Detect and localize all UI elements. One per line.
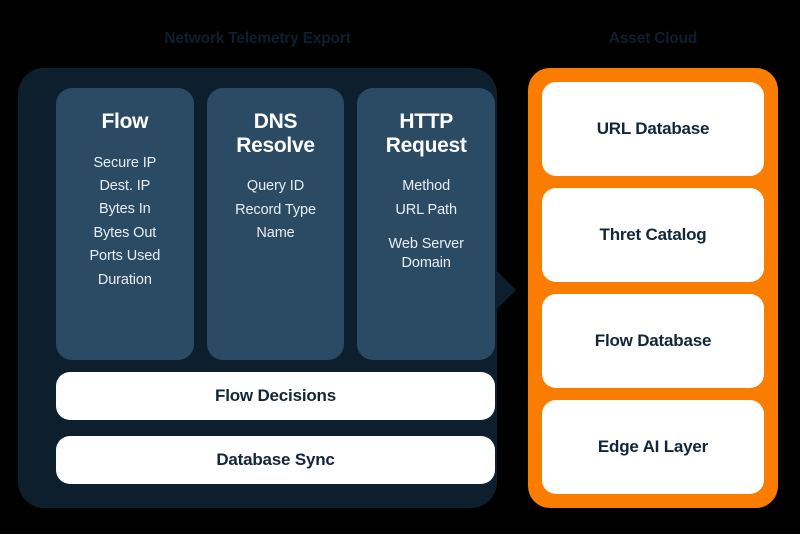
arrow-right-icon: [496, 270, 516, 310]
telemetry-card-title: HTTP Request: [385, 110, 467, 157]
bar-flow-decisions[interactable]: Flow Decisions: [56, 372, 495, 420]
telemetry-field: Dest. IP: [99, 178, 151, 194]
telemetry-field: Bytes In: [99, 201, 151, 218]
telemetry-field: URL Path: [395, 201, 457, 218]
telemetry-field: Method: [402, 178, 451, 195]
telemetry-field: Record Type: [235, 201, 316, 218]
bar-database-sync[interactable]: Database Sync: [56, 436, 495, 484]
asset-card-thret-catalog[interactable]: Thret Catalog: [542, 188, 764, 282]
asset-card-edge-ai-layer[interactable]: Edge AI Layer: [542, 400, 764, 494]
asset-card-label: Edge AI Layer: [597, 437, 709, 456]
right-section-title: Asset Cloud: [608, 30, 698, 47]
asset-card-flow-database[interactable]: Flow Database: [542, 294, 764, 388]
asset-card-url-database[interactable]: URL Database: [542, 82, 764, 176]
bar-label: Flow Decisions: [215, 386, 336, 405]
left-section-title: Network Telemetry Export: [164, 30, 351, 47]
telemetry-card-title: Flow: [101, 110, 149, 133]
telemetry-field: Bytes Out: [93, 224, 157, 241]
telemetry-card-flow[interactable]: Flow Secure IP Dest. IP Bytes In Bytes O…: [56, 88, 194, 360]
telemetry-columns: Flow Secure IP Dest. IP Bytes In Bytes O…: [56, 88, 496, 360]
telemetry-field: Web Server Domain: [388, 236, 464, 272]
telemetry-field-list: Query ID Record Type Name: [215, 175, 337, 245]
telemetry-field-list: Method URL Path Web Server Domain: [365, 175, 487, 273]
asset-card-label: URL Database: [596, 119, 710, 138]
asset-card-label: Flow Database: [594, 331, 712, 350]
telemetry-card-title: DNS Resolve: [236, 110, 315, 157]
bar-label: Database Sync: [216, 450, 335, 469]
telemetry-card-http-request[interactable]: HTTP Request Method URL Path Web Server …: [357, 88, 496, 360]
asset-cloud-panel: URL Database Thret Catalog Flow Database…: [528, 68, 778, 508]
network-telemetry-export-panel: Flow Secure IP Dest. IP Bytes In Bytes O…: [18, 68, 497, 508]
asset-card-label: Thret Catalog: [599, 225, 707, 244]
telemetry-field: Duration: [97, 271, 152, 288]
telemetry-field-list: Secure IP Dest. IP Bytes In Bytes Out Po…: [64, 152, 186, 293]
telemetry-field: Ports Used: [89, 248, 161, 265]
telemetry-field: Name: [256, 225, 295, 241]
telemetry-field: Query ID: [246, 178, 305, 195]
telemetry-field: Secure IP: [93, 154, 157, 171]
telemetry-card-dns-resolve[interactable]: DNS Resolve Query ID Record Type Name: [206, 88, 345, 360]
